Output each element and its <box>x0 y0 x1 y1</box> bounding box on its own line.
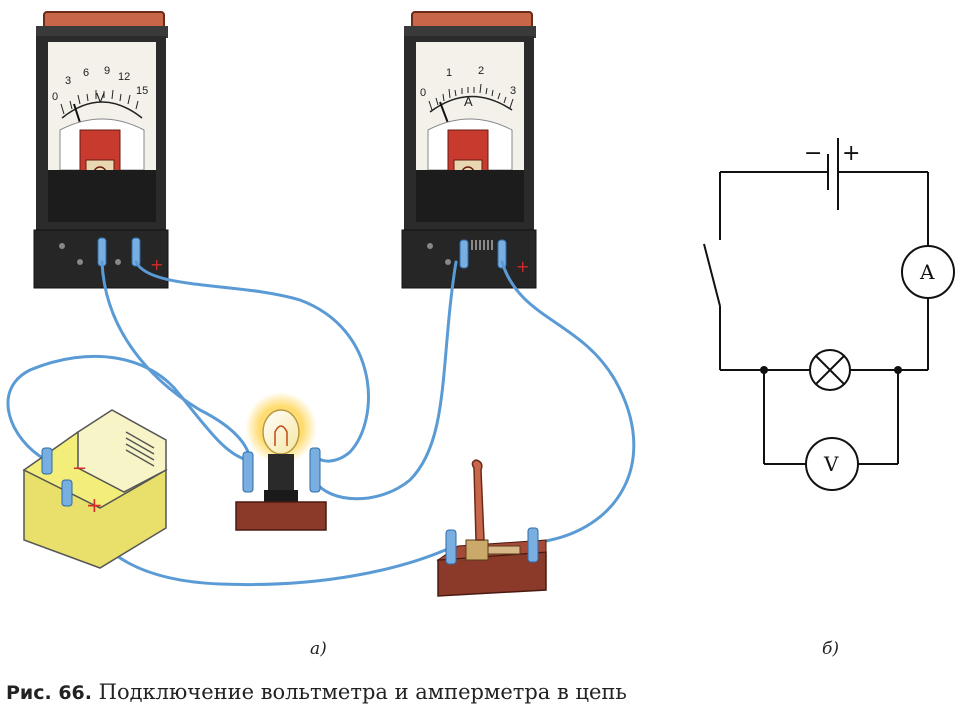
switch-hinge-block <box>465 539 489 561</box>
voltmeter-knob <box>59 243 65 249</box>
voltmeter-top-trim <box>36 26 168 38</box>
ammeter-scale-2: 2 <box>478 65 484 77</box>
ammeter-unit-symbol: A <box>464 94 473 109</box>
voltmeter: 0 3 6 9 12 15 V + <box>33 11 169 289</box>
battery-minus-sign: − <box>72 458 87 479</box>
lamp <box>235 392 327 531</box>
figure-caption: Рис. 66. Подключение вольтметра и амперм… <box>6 680 906 704</box>
battery: − + <box>22 409 168 569</box>
battery-vent-grille <box>125 431 155 467</box>
schematic-ammeter-symbol: A <box>919 260 935 284</box>
schematic-battery-minus: − <box>804 141 822 166</box>
voltmeter-scale-6: 6 <box>83 67 89 79</box>
ammeter-dial-arc <box>429 95 513 113</box>
battery-terminal-minus <box>41 447 53 475</box>
voltmeter-knob <box>77 259 83 265</box>
lamp-terminal-right <box>309 447 321 493</box>
wire-ammeter-to-switch <box>500 260 636 544</box>
schematic-switch-blade <box>703 243 721 307</box>
voltmeter-knob <box>115 259 121 265</box>
ammeter-plus-sign: + <box>516 257 529 276</box>
ammeter-terminal-right <box>497 239 507 269</box>
panel-label-left: а) <box>310 639 327 659</box>
switch-handle <box>471 459 485 541</box>
voltmeter-scale-12: 12 <box>118 71 130 83</box>
ammeter-ticks <box>428 83 514 111</box>
wire-lamp-to-ammeter <box>312 260 458 501</box>
voltmeter-scale-0: 0 <box>52 91 58 103</box>
ammeter-shunt-grille <box>471 240 493 250</box>
ammeter-terminal-base <box>401 229 537 289</box>
panel-label-right: б) <box>822 639 839 659</box>
wire-voltmeter-right-to-lamp <box>134 260 370 463</box>
voltmeter-scale-9: 9 <box>104 65 110 77</box>
switch-terminal-right <box>527 527 539 563</box>
voltmeter-plus-sign: + <box>150 255 163 274</box>
lamp-wooden-base <box>235 501 327 531</box>
ammeter-scale-3: 3 <box>510 85 516 97</box>
voltmeter-lower-panel <box>48 170 156 222</box>
lamp-filament <box>274 425 288 446</box>
voltmeter-unit-symbol: V <box>96 90 105 105</box>
voltmeter-dial-arc <box>61 101 143 119</box>
circuit-schematic <box>703 138 955 491</box>
schematic-battery-plus: + <box>842 141 860 166</box>
ammeter-top-trim <box>404 26 536 38</box>
schematic-lamp-cross <box>815 355 845 385</box>
ammeter-scale-0: 0 <box>420 87 426 99</box>
voltmeter-scale-15: 15 <box>136 85 148 97</box>
ammeter-knob <box>427 243 433 249</box>
figure-number: Рис. 66. <box>6 682 92 704</box>
voltmeter-ticks <box>60 89 139 115</box>
lamp-terminal-left <box>242 451 254 493</box>
ammeter-terminal-left <box>459 239 469 269</box>
schematic-junction-left <box>760 366 768 374</box>
switch-terminal-left <box>445 529 457 565</box>
voltmeter-terminal-right <box>131 237 141 267</box>
schematic-voltmeter-symbol: V <box>823 452 839 476</box>
switch <box>436 459 547 597</box>
battery-raised-block <box>77 409 167 493</box>
voltmeter-scale-3: 3 <box>65 75 71 87</box>
ammeter-scale-1: 1 <box>446 67 452 79</box>
ammeter: 0 1 2 3 A + <box>401 11 537 289</box>
ammeter-knob <box>445 259 451 265</box>
lamp-socket-ring <box>264 490 298 502</box>
switch-blade <box>487 545 521 555</box>
caption-text: Подключение вольтметра и амперметра в це… <box>92 680 627 704</box>
wire-battery-to-lamp <box>6 354 250 462</box>
battery-terminal-plus <box>61 479 73 507</box>
lamp-bulb-glass <box>262 409 300 455</box>
ammeter-lower-panel <box>416 170 524 222</box>
schematic-junction-right <box>894 366 902 374</box>
battery-plus-sign: + <box>86 493 103 517</box>
